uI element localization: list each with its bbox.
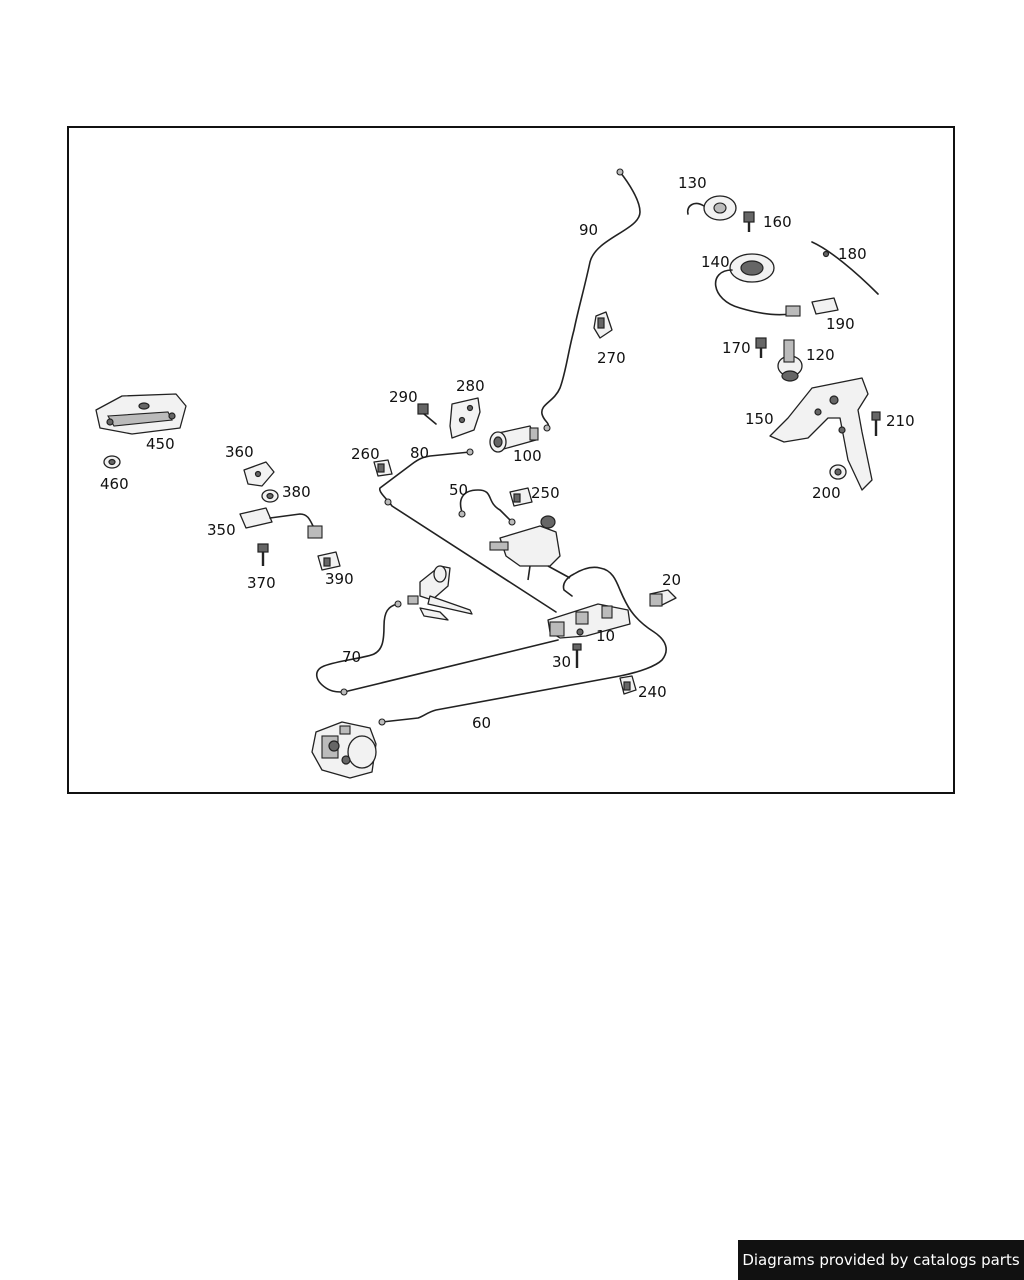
label-380: 380: [282, 483, 311, 501]
part-250-clip: [509, 487, 533, 507]
label-20: 20: [662, 571, 681, 589]
label-10: 10: [596, 627, 615, 645]
part-460-nut: [103, 455, 121, 469]
label-150: 150: [745, 410, 774, 428]
part-240-clip: [619, 675, 637, 695]
line-70: [315, 600, 559, 696]
label-180: 180: [838, 245, 867, 263]
label-190: 190: [826, 315, 855, 333]
label-240: 240: [638, 683, 667, 701]
part-380-nut: [261, 489, 279, 503]
part-450-control-unit: [95, 393, 187, 435]
part-130-flange: [686, 195, 737, 221]
label-50: 50: [449, 481, 468, 499]
part-210-bolt: [871, 411, 881, 436]
label-80: 80: [410, 444, 429, 462]
label-90: 90: [579, 221, 598, 239]
part-160-bolt: [743, 211, 755, 232]
label-290: 290: [389, 388, 418, 406]
part-350-sensor: [239, 507, 323, 539]
label-210: 210: [886, 412, 915, 430]
part-280-bracket: [449, 397, 481, 439]
part-390-clip: [317, 551, 341, 571]
label-450: 450: [146, 435, 175, 453]
part-190-connector: [811, 297, 839, 315]
part-100-cylinder: [489, 425, 539, 453]
part-10-distributor: [547, 603, 631, 639]
label-70: 70: [342, 648, 361, 666]
part-180-cable: [811, 241, 879, 295]
credit-badge: Diagrams provided by catalogs parts: [738, 1240, 1024, 1280]
part-30-bolt: [572, 643, 582, 668]
part-170-bolt: [755, 337, 767, 358]
part-pedal-pivot: [407, 565, 473, 621]
label-120: 120: [806, 346, 835, 364]
label-280: 280: [456, 377, 485, 395]
label-130: 130: [678, 174, 707, 192]
line-upper-loop: [378, 566, 667, 726]
label-390: 390: [325, 570, 354, 588]
label-360: 360: [225, 443, 254, 461]
label-250: 250: [531, 484, 560, 502]
line-90: [541, 168, 641, 432]
part-200-nut: [829, 464, 847, 480]
label-30: 30: [552, 653, 571, 671]
part-270-clip: [593, 311, 613, 339]
label-100: 100: [513, 447, 542, 465]
label-370: 370: [247, 574, 276, 592]
label-260: 260: [351, 445, 380, 463]
label-140: 140: [701, 253, 730, 271]
label-270: 270: [597, 349, 626, 367]
label-200: 200: [812, 484, 841, 502]
label-60: 60: [472, 714, 491, 732]
part-370-bolt: [257, 543, 269, 566]
part-120-sensor: [777, 339, 803, 382]
part-140-sensor: [714, 253, 801, 317]
part-360-bracket: [243, 461, 275, 487]
part-150-bracket: [769, 377, 873, 491]
line-80: [378, 448, 557, 613]
part-290-bolt: [417, 403, 437, 425]
part-260-clip: [373, 459, 393, 477]
label-160: 160: [763, 213, 792, 231]
part-20-switch: [649, 589, 677, 607]
label-170: 170: [722, 339, 751, 357]
line-50: [458, 489, 516, 526]
diagram-frame: [67, 126, 955, 794]
part-labels: 10 20 30 50 60 70 80 90 100 120 130 140 …: [100, 174, 915, 732]
part-master-cylinder: [489, 515, 571, 581]
label-460: 460: [100, 475, 129, 493]
part-hydraulic-unit: [311, 721, 377, 779]
label-350: 350: [207, 521, 236, 539]
